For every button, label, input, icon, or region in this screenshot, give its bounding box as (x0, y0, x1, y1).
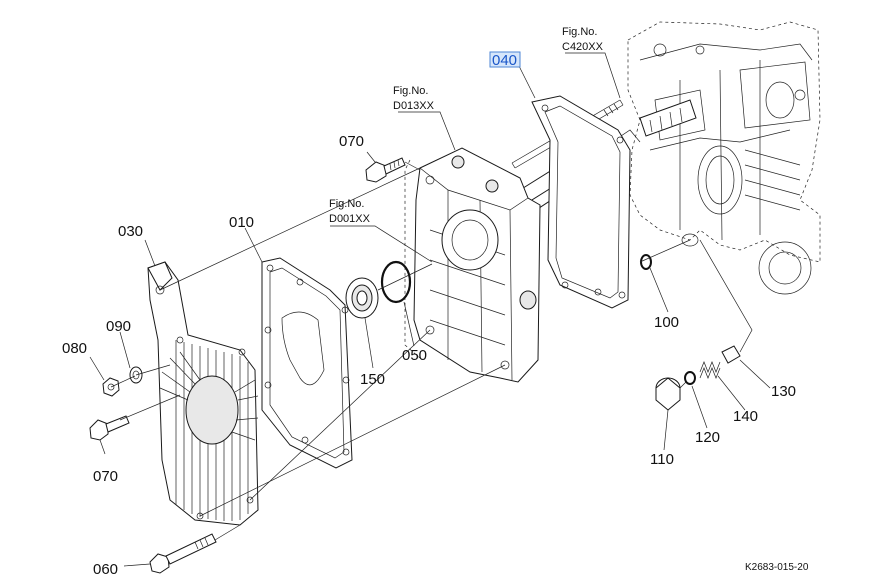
callout-100[interactable]: 100 (654, 314, 679, 331)
bolt-070-top (365, 157, 406, 183)
o-ring-120 (684, 371, 696, 385)
callout-060[interactable]: 060 (93, 561, 118, 578)
callout-030[interactable]: 030 (118, 223, 143, 240)
callout-070-bottom[interactable]: 070 (93, 468, 118, 485)
ball-130 (721, 345, 741, 364)
fig-ref-d013xx[interactable]: Fig.No. D013XX (393, 85, 435, 112)
gasket-040 (531, 95, 631, 309)
fig-ref-c420xx[interactable]: Fig.No. C420XX (562, 26, 604, 53)
leader-lines (89, 52, 771, 567)
callout-120[interactable]: 120 (695, 429, 720, 446)
callout-040[interactable]: 040 (492, 52, 517, 69)
fig-ref-code: C420XX (562, 41, 604, 53)
finned-cover-030 (147, 261, 259, 526)
fig-ref-code: D001XX (329, 213, 371, 225)
fig-ref-title: Fig.No. (562, 26, 597, 38)
callout-070-top[interactable]: 070 (339, 133, 364, 150)
oil-seal-150 (345, 277, 379, 319)
assembly-lines (110, 161, 753, 541)
callout-090[interactable]: 090 (106, 318, 131, 335)
bolt-060 (149, 533, 217, 574)
fig-ref-title: Fig.No. (393, 85, 428, 97)
center-case (404, 147, 541, 383)
callout-080[interactable]: 080 (62, 340, 87, 357)
fig-ref-title: Fig.No. (329, 198, 364, 210)
fig-ref-code: D013XX (393, 100, 435, 112)
callout-040-highlight (489, 51, 521, 68)
callout-010[interactable]: 010 (229, 214, 254, 231)
fig-ref-d001xx[interactable]: Fig.No. D001XX (329, 198, 371, 225)
callout-140[interactable]: 140 (733, 408, 758, 425)
callout-150[interactable]: 150 (360, 371, 385, 388)
plug-110 (655, 377, 681, 411)
callout-110[interactable]: 110 (650, 451, 674, 468)
diagram-code: K2683-015-20 (745, 562, 809, 573)
o-ring-100 (640, 254, 652, 270)
callout-050[interactable]: 050 (402, 347, 427, 364)
transmission-housing (627, 21, 821, 295)
spring-140 (699, 361, 721, 379)
gasket-010 (261, 257, 353, 469)
o-ring-050 (380, 260, 412, 304)
callout-130[interactable]: 130 (771, 383, 796, 400)
bolt-070-bottom (89, 415, 130, 441)
